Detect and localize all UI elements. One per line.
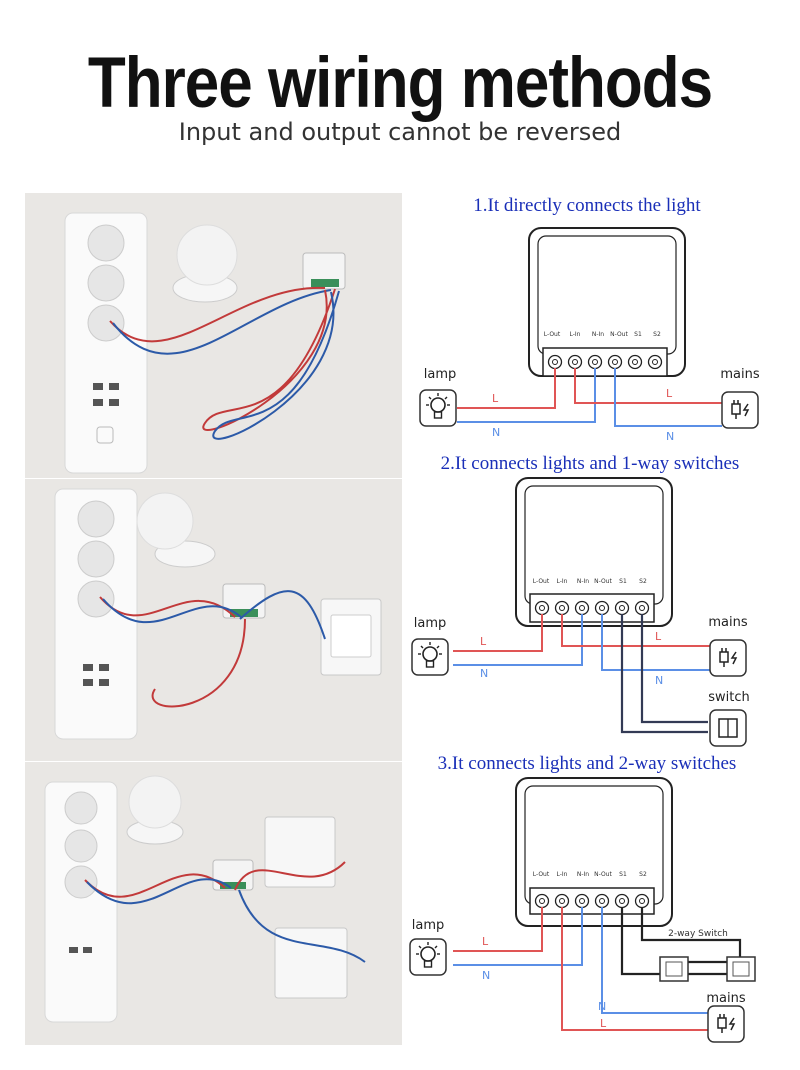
- svg-text:N: N: [482, 969, 490, 982]
- module-3-terminal-labels: L-Out L-In N-In N-Out S1 S2: [533, 871, 647, 878]
- svg-text:N-Out: N-Out: [594, 871, 612, 878]
- wiring-photo-2: [25, 479, 402, 761]
- lamp-label: lamp: [424, 367, 457, 382]
- svg-text:L-In: L-In: [557, 578, 568, 585]
- svg-text:L-Out: L-Out: [533, 871, 550, 878]
- svg-text:L-Out: L-Out: [533, 578, 550, 585]
- wiring-photo-3: [25, 762, 402, 1045]
- svg-text:S1: S1: [619, 578, 627, 585]
- svg-text:S1: S1: [619, 871, 627, 878]
- svg-text:S2: S2: [639, 578, 647, 585]
- svg-text:L-In: L-In: [557, 871, 568, 878]
- mains-label: mains: [706, 991, 745, 1006]
- lamp-icon: [411, 638, 449, 676]
- svg-text:L-In: L-In: [570, 331, 581, 338]
- module-1-terminal-labels: L-Out L-In N-In N-Out S1 S2: [544, 331, 661, 338]
- svg-text:S2: S2: [653, 331, 661, 338]
- lamp-icon: [409, 938, 447, 976]
- two-way-switch-b-icon: [726, 956, 756, 982]
- switch-icon: [709, 709, 747, 747]
- diagram-2: 2.It connects lights and 1-way switches …: [411, 453, 750, 747]
- mains-label: mains: [720, 367, 759, 382]
- svg-text:L: L: [666, 387, 673, 400]
- svg-text:N-In: N-In: [577, 871, 589, 878]
- svg-text:L: L: [482, 935, 489, 948]
- page-title: Three wiring methods: [87, 43, 713, 124]
- svg-text:N-In: N-In: [592, 331, 604, 338]
- diagram-1: 1.It directly connects the light L-Out L…: [419, 195, 760, 443]
- wire-1-neutral-out: [457, 368, 596, 423]
- two-way-switch-label: 2-way Switch: [668, 929, 728, 939]
- mains-plug-icon: [721, 391, 759, 429]
- wiring-photo-1: [25, 193, 402, 478]
- svg-text:N: N: [655, 674, 663, 687]
- lamp-label: lamp: [414, 616, 447, 631]
- svg-text:N: N: [666, 430, 674, 443]
- section-1-title: 1.It directly connects the light: [473, 195, 701, 216]
- mains-label: mains: [708, 615, 747, 630]
- diagram-3: 3.It connects lights and 2-way switches …: [409, 753, 756, 1043]
- svg-text:N-Out: N-Out: [610, 331, 628, 338]
- wire-1-live-in: [574, 368, 722, 404]
- svg-text:N-Out: N-Out: [594, 578, 612, 585]
- wire-1-neutral-in: [614, 368, 722, 427]
- svg-text:N-In: N-In: [577, 578, 589, 585]
- svg-text:N: N: [492, 426, 500, 439]
- svg-text:L: L: [492, 392, 499, 405]
- svg-text:L: L: [480, 635, 487, 648]
- lamp-label: lamp: [412, 918, 445, 933]
- svg-text:L-Out: L-Out: [544, 331, 561, 338]
- module-2-terminal-labels: L-Out L-In N-In N-Out S1 S2: [533, 578, 647, 585]
- svg-text:N: N: [480, 667, 488, 680]
- svg-text:N: N: [598, 1000, 606, 1013]
- page-subtitle: Input and output cannot be reversed: [178, 118, 622, 146]
- switch-label: switch: [708, 690, 750, 705]
- wire-1-live-out: [457, 368, 556, 409]
- section-2-title: 2.It connects lights and 1-way switches: [441, 453, 740, 474]
- two-way-switch-a-icon: [659, 956, 689, 982]
- svg-text:L: L: [655, 630, 662, 643]
- svg-text:S1: S1: [634, 331, 642, 338]
- svg-text:S2: S2: [639, 871, 647, 878]
- mains-plug-icon: [709, 639, 747, 677]
- section-3-title: 3.It connects lights and 2-way switches: [438, 753, 737, 774]
- svg-text:L: L: [600, 1017, 607, 1030]
- mains-plug-icon: [707, 1005, 745, 1043]
- lamp-icon: [419, 389, 457, 427]
